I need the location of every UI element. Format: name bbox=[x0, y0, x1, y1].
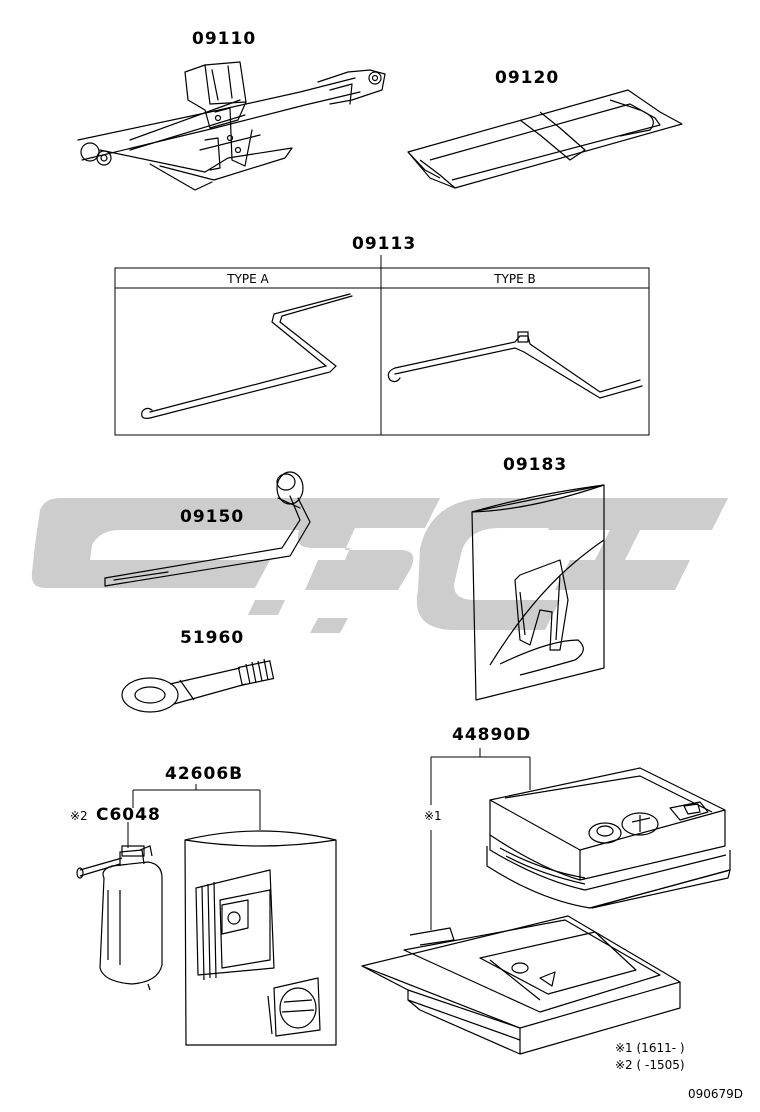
footnote-2: ※2 ( -1505) bbox=[615, 1058, 685, 1072]
part-number-towing-eyelet[interactable]: 51960 bbox=[180, 628, 245, 648]
figure-code: 090679D bbox=[688, 1087, 744, 1101]
part-number-repair-kit[interactable]: 42606B bbox=[165, 764, 244, 784]
tool-pouch-drawing bbox=[471, 484, 605, 701]
wrench-drawing bbox=[104, 471, 311, 587]
part-number-wrench[interactable]: 09150 bbox=[180, 507, 245, 527]
type-a-header: TYPE A bbox=[227, 272, 269, 286]
tool-bag-drawing bbox=[407, 89, 683, 189]
towing-eyelet-drawing bbox=[121, 658, 275, 713]
handle-type-b-drawing bbox=[387, 331, 643, 399]
handle-type-table bbox=[114, 255, 650, 436]
part-number-jack[interactable]: 09110 bbox=[192, 29, 257, 49]
part-number-compressor-kit[interactable]: 44890D bbox=[452, 725, 532, 745]
type-b-header: TYPE B bbox=[494, 272, 536, 286]
compressor-bracket bbox=[430, 748, 531, 930]
part-number-jack-handle[interactable]: 09113 bbox=[352, 234, 417, 254]
part-number-tool-pouch[interactable]: 09183 bbox=[503, 455, 568, 475]
part-number-tool-bag[interactable]: 09120 bbox=[495, 68, 560, 88]
sealant-bottle-drawing bbox=[76, 845, 163, 991]
part-number-sealant-bottle[interactable]: C6048 bbox=[96, 805, 161, 825]
jack-drawing bbox=[77, 61, 386, 191]
footnote-1: ※1 (1611- ) bbox=[615, 1041, 685, 1055]
repair-kit-bracket bbox=[127, 784, 261, 848]
note-mark-1: ※1 bbox=[424, 809, 442, 823]
note-mark-2: ※2 bbox=[70, 809, 88, 823]
watermark-logo bbox=[31, 498, 728, 633]
repair-kit-bag-drawing bbox=[184, 830, 337, 1046]
handle-type-a-drawing bbox=[141, 293, 353, 419]
compressor-mat-drawing bbox=[361, 915, 681, 1055]
compressor-drawing bbox=[486, 767, 731, 909]
